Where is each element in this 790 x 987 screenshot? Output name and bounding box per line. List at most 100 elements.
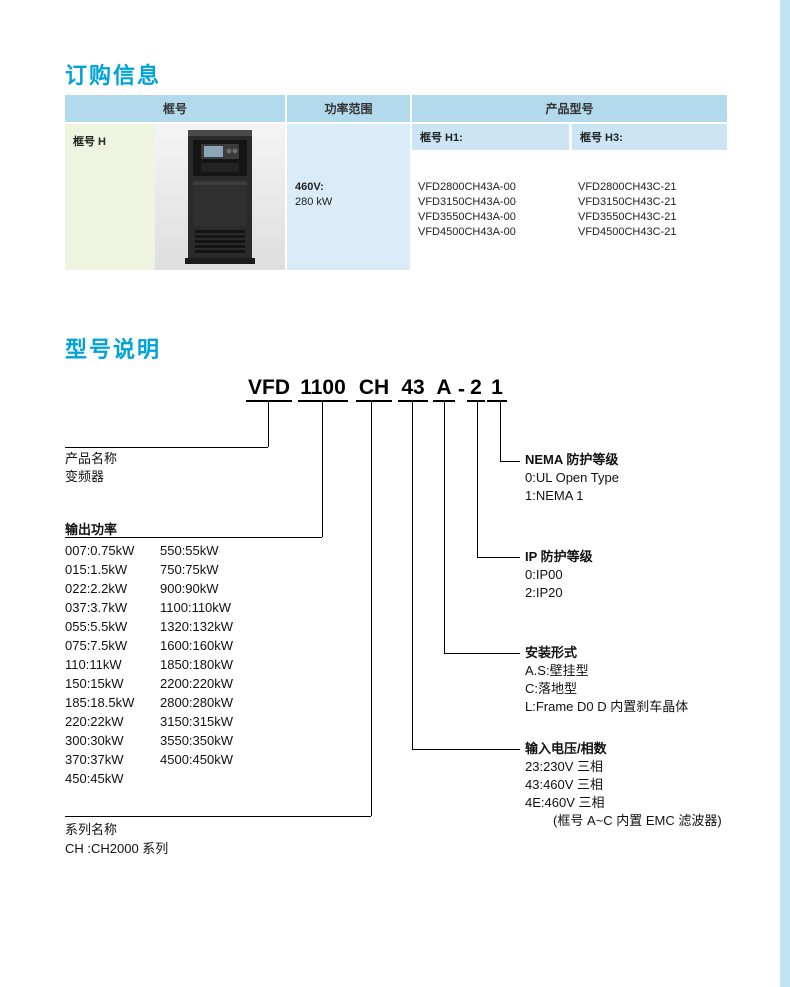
connector-line-voltage <box>412 402 413 749</box>
legend-nema: NEMA 防护等级 0:UL Open Type 1:NEMA 1 <box>525 451 619 505</box>
model-item: VFD3150CH43A-00 <box>418 196 516 208</box>
model-item: VFD2800CH43C-21 <box>578 181 677 193</box>
drive-unit-illustration <box>185 130 255 264</box>
legend-option: 43:460V 三相 <box>525 777 604 792</box>
connector-line-ip <box>477 557 520 558</box>
model-list-h3: VFD2800CH43C-21 VFD3150CH43C-21 VFD3550C… <box>578 180 676 240</box>
power-code: 220:22kW <box>65 714 124 729</box>
table-subheader-frame-h3: 框号 H3: <box>572 124 727 150</box>
power-code: 1100:110kW <box>160 600 232 615</box>
legend-title: 系列名称 <box>65 822 118 837</box>
connector-line-nema <box>500 461 520 462</box>
table-subheader-frame-h1: 框号 H1: <box>412 124 569 150</box>
power-code: 1600:160kW <box>160 638 233 653</box>
legend-option: 2:IP20 <box>525 585 563 600</box>
legend-title: NEMA 防护等级 <box>525 452 619 467</box>
code-segment-product: VFD <box>246 375 292 402</box>
power-code: 450:45kW <box>65 771 124 786</box>
power-code: 1320:132kW <box>160 619 233 634</box>
power-code: 055:5.5kW <box>65 619 128 634</box>
connector-line-mounting <box>444 402 445 653</box>
model-item: VFD4500CH43C-21 <box>578 226 677 238</box>
power-code: 3150:315kW <box>160 714 233 729</box>
power-code: 110:11kW <box>65 657 122 672</box>
table-header-product-model: 产品型号 <box>412 95 727 122</box>
power-code: 075:7.5kW <box>65 638 128 653</box>
code-segment-mounting: A <box>433 375 455 402</box>
legend-input-voltage: 输入电压/相数 23:230V 三相 43:460V 三相 4E:460V 三相… <box>525 740 722 830</box>
power-code: 3550:350kW <box>160 733 233 748</box>
power-code: 2200:220kW <box>160 676 233 691</box>
power-code: 185:18.5kW <box>65 695 135 710</box>
connector-line-product <box>268 402 269 447</box>
legend-note: (框号 A~C 内置 EMC 滤波器) <box>553 813 722 828</box>
model-list-h1: VFD2800CH43A-00 VFD3150CH43A-00 VFD3550C… <box>418 180 516 240</box>
voltage-label: 460V: <box>295 181 324 193</box>
legend-option: 0:UL Open Type <box>525 470 619 485</box>
power-code: 2800:280kW <box>160 695 233 710</box>
model-item: VFD3550CH43A-00 <box>418 211 516 223</box>
model-item: VFD4500CH43A-00 <box>418 226 516 238</box>
legend-mounting: 安装形式 A.S:壁挂型 C:落地型 L:Frame D0 D 内置刹车晶体 <box>525 644 688 716</box>
legend-title: 产品名称 <box>65 451 118 466</box>
power-code: 300:30kW <box>65 733 124 748</box>
model-item: VFD3150CH43C-21 <box>578 196 677 208</box>
code-segment-power: 1100 <box>298 375 348 402</box>
connector-line-power <box>322 402 323 537</box>
connector-line-mounting <box>444 653 520 654</box>
power-code: 370:37kW <box>65 752 124 767</box>
legend-option: 0:IP00 <box>525 567 563 582</box>
table-header-frame: 框号 <box>65 95 285 122</box>
code-segment-ip: 2 <box>467 375 485 402</box>
legend-series-name: 系列名称 CH :CH2000 系列 <box>65 820 168 858</box>
connector-line-voltage <box>412 749 520 750</box>
code-segment-nema: 1 <box>487 375 507 402</box>
connector-line-power <box>65 537 322 538</box>
connector-line-product <box>65 447 268 448</box>
output-power-column-2: 550:55kW 750:75kW 900:90kW 1100:110kW 13… <box>160 541 233 769</box>
power-code: 750:75kW <box>160 562 219 577</box>
output-power-column-1: 007:0.75kW 015:1.5kW 022:2.2kW 037:3.7kW… <box>65 541 134 788</box>
legend-output-power-title: 输出功率 <box>65 522 118 537</box>
power-code: 900:90kW <box>160 581 219 596</box>
power-code: 007:0.75kW <box>65 543 135 558</box>
legend-desc: CH :CH2000 系列 <box>65 841 169 856</box>
legend-option: C:落地型 <box>525 681 578 696</box>
legend-title: 安装形式 <box>525 645 578 660</box>
power-code: 150:15kW <box>65 676 124 691</box>
power-code: 015:1.5kW <box>65 562 128 577</box>
power-code: 022:2.2kW <box>65 581 128 596</box>
legend-option: L:Frame D0 D 内置刹车晶体 <box>525 699 689 714</box>
connector-line-series <box>65 816 371 817</box>
legend-desc: 变频器 <box>65 469 105 484</box>
connector-line-ip <box>477 402 478 557</box>
page-edge-strip <box>780 0 790 987</box>
code-segment-voltage: 43 <box>398 375 428 402</box>
table-header-power-range: 功率范围 <box>287 95 410 122</box>
table-cell-power-range: 460V: 280 kW <box>287 124 410 270</box>
ordering-info-title: 订购信息 <box>65 63 162 88</box>
model-item: VFD3550CH43C-21 <box>578 211 677 223</box>
power-code: 550:55kW <box>160 543 219 558</box>
legend-product-name: 产品名称 变频器 <box>65 450 117 486</box>
connector-line-series <box>371 402 372 816</box>
legend-title: 输入电压/相数 <box>525 741 607 756</box>
legend-ip: IP 防护等级 0:IP00 2:IP20 <box>525 548 593 602</box>
legend-option: A.S:壁挂型 <box>525 663 589 678</box>
code-segment-series: CH <box>356 375 392 402</box>
power-code: 4500:450kW <box>160 752 233 767</box>
legend-option: 23:230V 三相 <box>525 759 604 774</box>
power-code: 1850:180kW <box>160 657 233 672</box>
power-label: 280 kW <box>295 196 333 208</box>
frame-h-product-photo <box>155 124 285 270</box>
legend-option: 4E:460V 三相 <box>525 795 605 810</box>
connector-line-nema <box>500 402 501 461</box>
code-segment-dash: - <box>458 378 465 401</box>
legend-option: 1:NEMA 1 <box>525 488 584 503</box>
model-explanation-title: 型号说明 <box>65 337 162 362</box>
legend-title: IP 防护等级 <box>525 549 593 564</box>
model-item: VFD2800CH43A-00 <box>418 181 516 193</box>
table-cell-frame: 框号 H <box>65 124 285 270</box>
power-code: 037:3.7kW <box>65 600 128 615</box>
